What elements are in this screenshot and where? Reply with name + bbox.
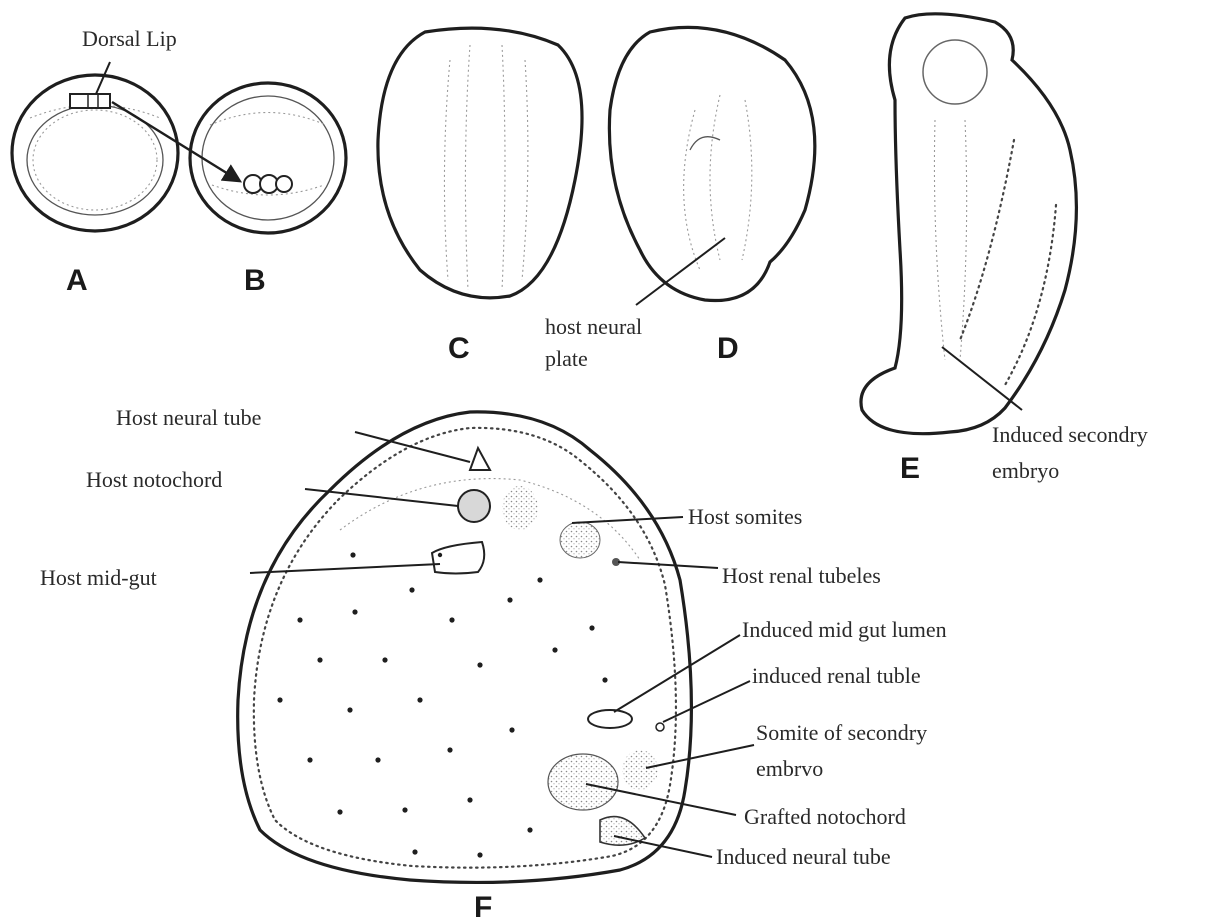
label-host-somites: Host somites xyxy=(688,504,802,529)
induced-renal-tubule xyxy=(656,723,664,731)
label-host-neural-plate-line1: host neural xyxy=(545,314,642,339)
induced-mid-gut-leader xyxy=(614,635,740,712)
panel-label-f: F xyxy=(474,891,492,919)
label-somite-secondary-line1: Somite of secondry xyxy=(756,720,927,745)
panel-label-a: A xyxy=(66,264,88,297)
host-neural-tube-leader xyxy=(355,432,470,462)
panel-d-embryo xyxy=(609,27,814,300)
label-dorsal-lip: Dorsal Lip xyxy=(82,26,177,51)
host-mid-gut xyxy=(432,542,484,574)
host-notochord-leader xyxy=(305,489,458,506)
secondary-somite-leader xyxy=(646,745,754,768)
host-neural-tube xyxy=(470,448,490,470)
label-induced-secondary-embryo-line2: embryo xyxy=(992,458,1059,483)
grafted-cells-3 xyxy=(276,176,292,192)
dorsal-lip-leader xyxy=(96,62,110,94)
panel-b-embryo xyxy=(190,83,346,233)
panel-a-embryo xyxy=(12,75,178,231)
panel-f-cross-section xyxy=(238,412,692,883)
label-somite-secondary-line2: embrvo xyxy=(756,756,823,781)
host-somites-leader xyxy=(572,517,683,523)
secondary-somites-row-1 xyxy=(960,140,1014,340)
secondary-somites-row-2 xyxy=(1005,205,1056,385)
host-mid-gut-leader xyxy=(250,564,440,573)
label-induced-secondary-embryo-line1: Induced secondry xyxy=(992,422,1148,447)
panel-label-e: E xyxy=(900,452,920,485)
dorsal-lip-graft xyxy=(70,94,110,108)
label-host-neural-plate-line2: plate xyxy=(545,346,588,371)
label-grafted-notochord: Grafted notochord xyxy=(744,804,906,829)
label-host-notochord: Host notochord xyxy=(86,467,222,492)
panel-label-b: B xyxy=(244,264,266,297)
secondary-somite xyxy=(622,750,658,790)
induced-mid-gut-lumen xyxy=(588,710,632,728)
label-host-renal-tubules: Host renal tubeles xyxy=(722,563,881,588)
host-neural-plate-leader xyxy=(636,238,725,305)
secondary-embryo-leader xyxy=(942,347,1022,410)
panel-label-c: C xyxy=(448,332,470,365)
host-renal-tubules-leader xyxy=(618,562,718,568)
yolk-dots xyxy=(277,552,607,857)
label-host-neural-tube: Host neural tube xyxy=(116,405,261,430)
label-induced-neural-tube: Induced neural tube xyxy=(716,844,891,869)
panel-e-secondary-embryo xyxy=(861,14,1076,434)
host-notochord xyxy=(458,490,490,522)
panel-c-embryo xyxy=(378,28,582,298)
label-induced-renal-tubule: induced renal tuble xyxy=(752,663,921,688)
host-somites xyxy=(560,522,600,558)
label-induced-mid-gut-lumen: Induced mid gut lumen xyxy=(742,617,947,642)
label-host-mid-gut: Host mid-gut xyxy=(40,565,157,590)
panel-label-d: D xyxy=(717,332,739,365)
grafted-notochord xyxy=(548,754,618,810)
induced-neural-tube-leader xyxy=(614,836,712,857)
